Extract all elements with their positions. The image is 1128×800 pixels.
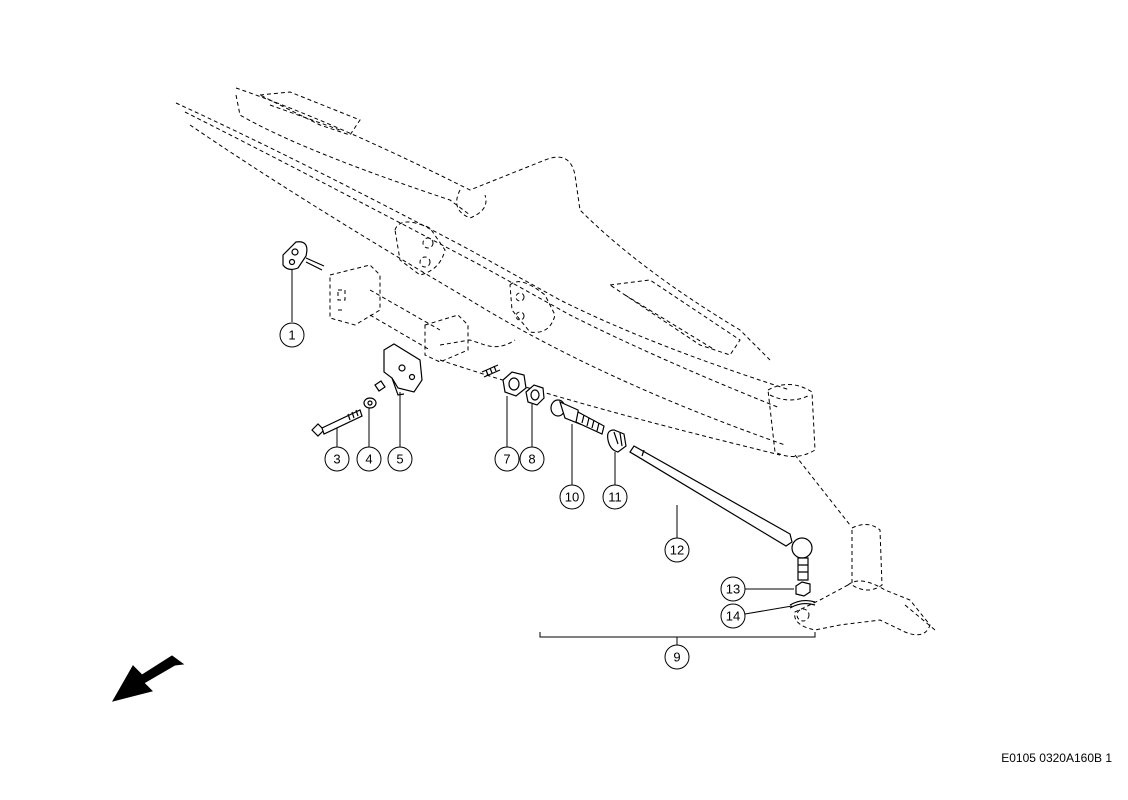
part-8-nut (525, 384, 545, 406)
svg-text:3: 3 (333, 452, 340, 467)
callout-11: 11 (602, 484, 628, 510)
part-5-bracket (383, 343, 423, 396)
svg-text:8: 8 (528, 452, 535, 467)
assembly-bracket (539, 632, 816, 645)
callout-9: 9 (664, 644, 690, 670)
part-1-plate (282, 241, 325, 271)
svg-text:4: 4 (365, 452, 372, 467)
callout-3: 3 (324, 446, 350, 472)
drawing-reference-code: E0105 0320A160B 1 (1001, 751, 1112, 765)
front-direction-arrow-icon (111, 655, 185, 702)
svg-text:9: 9 (673, 650, 680, 665)
phantom-frame (175, 87, 936, 636)
part-12-tie-rod (629, 445, 813, 581)
svg-text:7: 7 (503, 452, 510, 467)
callout-8: 8 (519, 446, 545, 472)
callout-13: 13 (720, 576, 746, 602)
callout-4: 4 (356, 446, 382, 472)
svg-text:12: 12 (670, 543, 684, 558)
callout-7: 7 (494, 446, 520, 472)
part-7-nut (502, 371, 527, 397)
part-11-clamp (607, 429, 627, 453)
part-10-tie-rod-end (550, 399, 605, 435)
svg-text:1: 1 (288, 328, 295, 343)
svg-text:10: 10 (565, 490, 579, 505)
svg-text:5: 5 (396, 452, 403, 467)
callout-1: 1 (279, 322, 305, 348)
callout-14: 14 (720, 603, 746, 629)
callout-12: 12 (664, 537, 690, 563)
callout-10: 10 (559, 484, 585, 510)
svg-text:14: 14 (726, 609, 740, 624)
part-14-cotter-pin (789, 599, 816, 609)
part-4-washer (363, 380, 386, 409)
stud-thread (481, 364, 501, 378)
svg-text:13: 13 (726, 582, 740, 597)
callout-5: 5 (387, 446, 413, 472)
part-3-bolt (311, 409, 363, 437)
svg-text:11: 11 (608, 490, 622, 505)
part-13-nut (795, 581, 811, 597)
